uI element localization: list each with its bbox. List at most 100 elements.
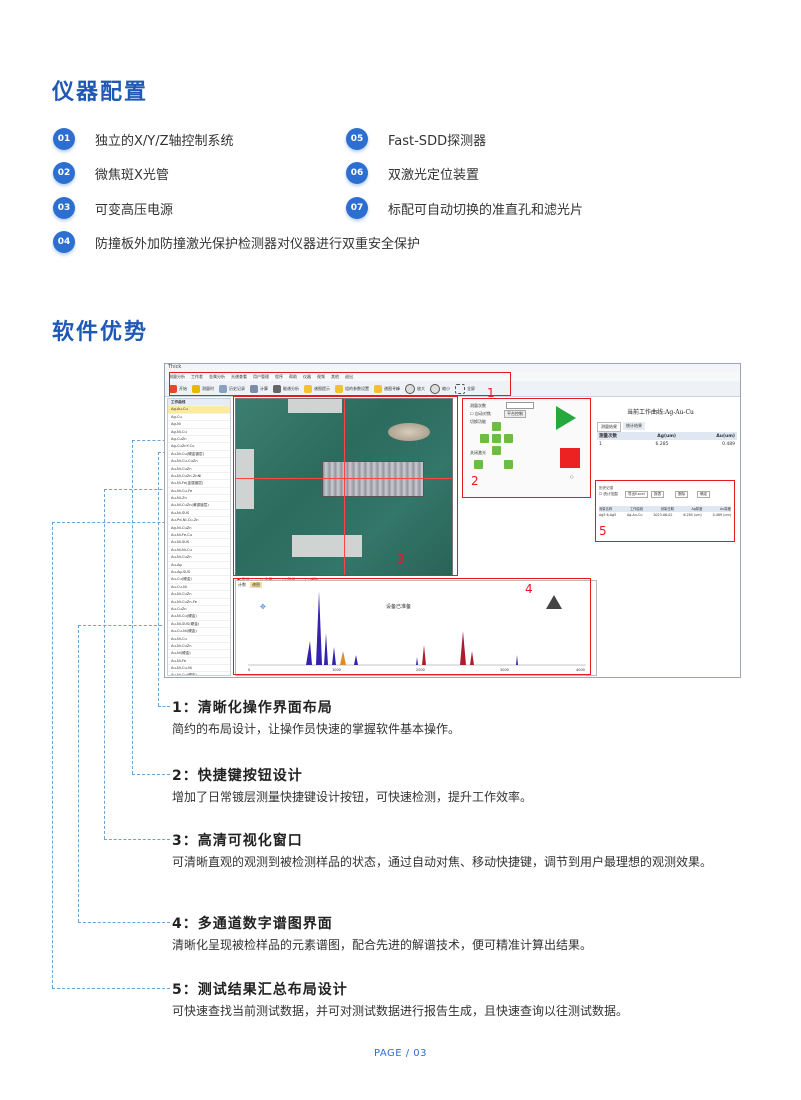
tab-count[interactable]: 计数 <box>238 582 246 587</box>
curve-list-item[interactable]: Au-Ni-Cu <box>168 636 230 643</box>
menu-item[interactable]: 用户管理 <box>253 373 269 379</box>
toolbar-calc-button[interactable]: 计算 <box>250 384 268 393</box>
config-item: 02 微焦斑X光管 <box>53 162 169 184</box>
toolbar-zoom-in-button[interactable]: 放大 <box>405 383 425 394</box>
annotation-number: 3 <box>397 552 405 566</box>
table-row[interactable]: 1 6.285 0.489 <box>599 442 735 447</box>
tab-spectrum[interactable]: 谱图 <box>250 582 262 588</box>
delete-button[interactable]: 删除 <box>675 491 689 498</box>
toolbar-measure-button[interactable]: 测量时 <box>192 384 214 393</box>
curve-list-item[interactable]: Au-Ni-Cu-Fe <box>168 488 230 496</box>
spectrum-panel[interactable]: 计数 谱图 设备已准备 ✥ 0 1000 2000 3000 4000 <box>235 580 597 676</box>
menu-item[interactable]: 工作差 <box>191 373 203 379</box>
export-excel-button[interactable]: 导出Excel <box>625 491 648 498</box>
play-button[interactable] <box>556 406 576 430</box>
toolbar-hint-button[interactable]: 谱图提示 <box>304 384 330 393</box>
curve-list-item[interactable]: Au-Ni-Cu-Ni <box>168 665 230 673</box>
move-left-arrow-icon[interactable] <box>480 434 489 443</box>
platform-control-button[interactable]: 平台控制 <box>504 410 526 418</box>
svg-text:0: 0 <box>248 668 250 672</box>
advantage-title: 2：快捷键按钮设计 <box>172 768 303 784</box>
report-button[interactable]: 报表 <box>651 491 665 498</box>
measure-count-input[interactable] <box>506 402 534 409</box>
toolbar-peak-button[interactable]: 谱图寻峰 <box>374 384 400 393</box>
menu-item[interactable]: 视频 <box>317 373 325 379</box>
toolbar-history-button[interactable]: 历史记录 <box>219 384 245 393</box>
menu-item[interactable]: 光谱查看 <box>231 373 247 379</box>
config-item: 07 标配可自动切换的准直孔和滤光片 <box>346 197 583 219</box>
curve-list-item[interactable]: Au-Ni-CuZn <box>168 554 230 562</box>
confirm-button[interactable]: 确定 <box>697 491 711 498</box>
camera-mode-radio[interactable]: ○ 辅助 <box>305 577 318 583</box>
curve-list-item[interactable]: Ag-Ni-CuZn <box>168 525 230 533</box>
stop-button[interactable] <box>560 448 580 468</box>
curve-list-item[interactable]: Au-Ni-CuZn <box>168 591 230 599</box>
curve-list-item[interactable]: Au-Ni-CuZn(黄铜镀层) <box>168 502 230 510</box>
curve-list-item[interactable]: Ag-CuZnY-Cu <box>168 443 230 451</box>
curve-list-item[interactable]: Au-Ni-Cu(硬金) <box>168 672 230 675</box>
curve-list-item[interactable]: Au-Ni-SUS <box>168 539 230 547</box>
curve-list-item[interactable]: Ag-Ni <box>168 421 230 429</box>
move-down-arrow-icon[interactable] <box>504 460 513 469</box>
curve-list-item[interactable]: Au-Ni-Fe(金属镀层) <box>168 480 230 488</box>
camera-sample <box>322 461 424 497</box>
curve-list-item[interactable]: Au-Ni-CuZn <box>168 643 230 651</box>
annotation-number: 2 <box>471 474 479 488</box>
toolbar-start-button[interactable]: 开始 <box>169 384 187 393</box>
curve-list-item[interactable]: Au-CuZn <box>168 606 230 614</box>
menu-item[interactable]: 其他 <box>331 373 339 379</box>
curve-list-item[interactable]: Ag-Ni-Cu <box>168 429 230 436</box>
curve-list-item[interactable]: Au-Ni-Ni-Cu <box>168 547 230 555</box>
spectrum-tabs: 计数 谱图 <box>238 582 262 588</box>
curve-list-item[interactable]: Au-Cu-Ni(硬金) <box>168 628 230 636</box>
curve-list-item[interactable]: Ag-Cu <box>168 414 230 422</box>
menu-item[interactable]: 退出 <box>345 373 353 379</box>
curve-list-item[interactable]: Au-Ni-Zn <box>168 495 230 503</box>
curve-list-item[interactable]: Au-Ag <box>168 562 230 569</box>
summary-checkbox[interactable]: ☐ 统计范围 <box>599 492 618 496</box>
toolbar-params-button[interactable]: 组的参数设置 <box>335 384 369 393</box>
toolbar-spectrum-button[interactable]: 能谱分析 <box>273 384 299 393</box>
curve-list-item[interactable]: Ag-CuZn <box>168 436 230 444</box>
camera-mode-radio[interactable]: ○ 全景 <box>260 577 273 583</box>
move-up-arrow-icon[interactable] <box>492 446 501 455</box>
curve-list-item[interactable]: Au-Ni-Cu(硬金) <box>168 613 230 621</box>
advantage-desc: 可快速查找当前测试数据，并可对测试数据进行报告生成，且快速查询以往测试数据。 <box>172 1004 629 1018</box>
tab-statistics[interactable]: 统计结果 <box>623 422 645 430</box>
curve-list-item[interactable]: Au-Ni-Fe <box>168 658 230 666</box>
curve-list-item[interactable]: Au-Ni-CuZn-Fe <box>168 599 230 606</box>
curve-list-item[interactable]: Au-Ni-SUS(硬金) <box>168 621 230 629</box>
move-up-arrow-icon[interactable] <box>492 422 501 431</box>
annotation-number: 5 <box>599 524 607 538</box>
menu-item[interactable]: 测量分析 <box>169 373 185 379</box>
move-down-arrow-icon[interactable] <box>492 434 501 443</box>
camera-mode-radio[interactable]: ◉ 正常 <box>237 577 250 583</box>
curve-list-item[interactable]: Au-Ni-Cu-CuZn <box>168 458 230 466</box>
toolbar-fullscreen-button[interactable]: 全屏 <box>455 383 475 394</box>
move-right-arrow-icon[interactable] <box>504 434 513 443</box>
curve-list-item[interactable]: Au-Ni(硬金) <box>168 650 230 658</box>
curve-list-item[interactable]: Au-Cu(硬金) <box>168 576 230 584</box>
move-cross-icon[interactable]: ✥ <box>260 603 266 611</box>
menu-item[interactable]: 仪器 <box>303 373 311 379</box>
camera-mode-radio[interactable]: ○ 局部 <box>283 577 296 583</box>
toolbar-zoom-out-button[interactable]: 缩小 <box>430 383 450 394</box>
tab-measure-result[interactable]: 测量结果 <box>597 422 621 432</box>
curve-list-item[interactable]: Au-Ni-Cu(硬金镀层) <box>168 451 230 459</box>
curve-list-item[interactable]: Au-Ni-CuZn <box>168 466 230 473</box>
panel-radio[interactable]: ○ <box>570 474 574 479</box>
camera-view[interactable] <box>235 398 453 576</box>
move-down-arrow-icon[interactable] <box>474 460 483 469</box>
menu-item[interactable]: 程序 <box>275 373 283 379</box>
curve-list-item[interactable]: Au-Ni-SUS <box>168 510 230 518</box>
menu-item[interactable]: 金属分析 <box>209 373 225 379</box>
curve-list-item[interactable]: Au-Ni-CuZn-ZnNi <box>168 473 230 481</box>
curve-list-item[interactable]: Au-Cu-Ni <box>168 584 230 592</box>
curve-list-item[interactable]: Au-Ni-Fe-Cu <box>168 532 230 540</box>
annotation-box <box>233 396 458 576</box>
curve-list-item[interactable]: Ag-Au-Cu <box>168 406 230 414</box>
curve-list-item[interactable]: Au-Ag-SUS <box>168 569 230 577</box>
menu-item[interactable]: 帮助 <box>289 373 297 379</box>
curve-list-item[interactable]: Au-Pd-Ni-Cu-Zn <box>168 517 230 525</box>
